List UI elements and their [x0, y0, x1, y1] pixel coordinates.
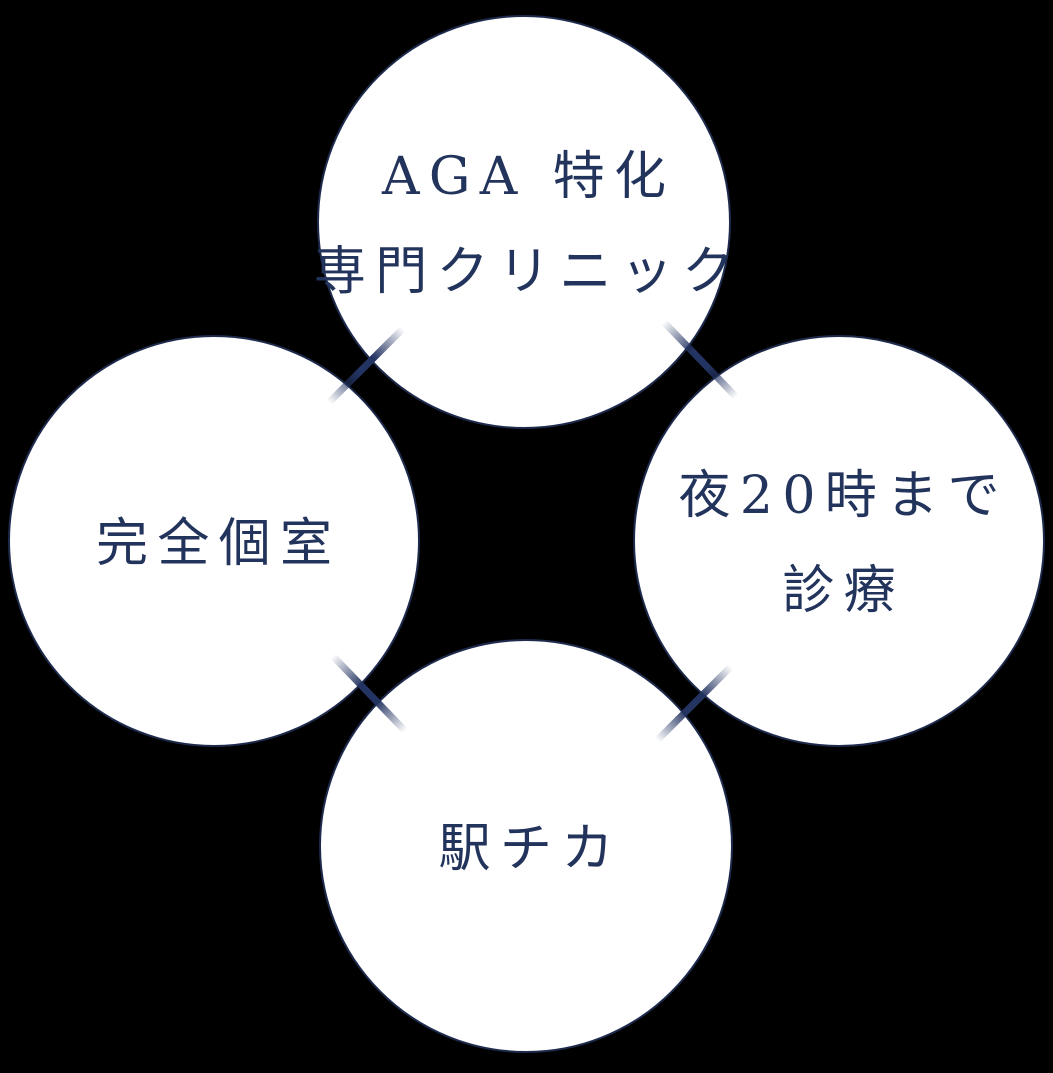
feature-text-line: 完全個室 — [95, 513, 342, 574]
feature-circle-open-until-20: 夜20時まで 診療 — [633, 335, 1045, 747]
feature-text-line: 夜20時まで — [678, 466, 1009, 526]
feature-circle-private-room: 完全個室 — [8, 335, 420, 747]
feature-circle-aga-clinic: AGA 特化 専門クリニック — [314, 15, 734, 429]
feature-text-line: AGA 特化 — [382, 147, 676, 207]
feature-text-line: 診療 — [782, 561, 906, 621]
feature-text-line: 専門クリニック — [313, 242, 744, 302]
feature-text-line: 駅チカ — [438, 818, 623, 879]
feature-circle-near-station: 駅チカ — [319, 639, 733, 1053]
